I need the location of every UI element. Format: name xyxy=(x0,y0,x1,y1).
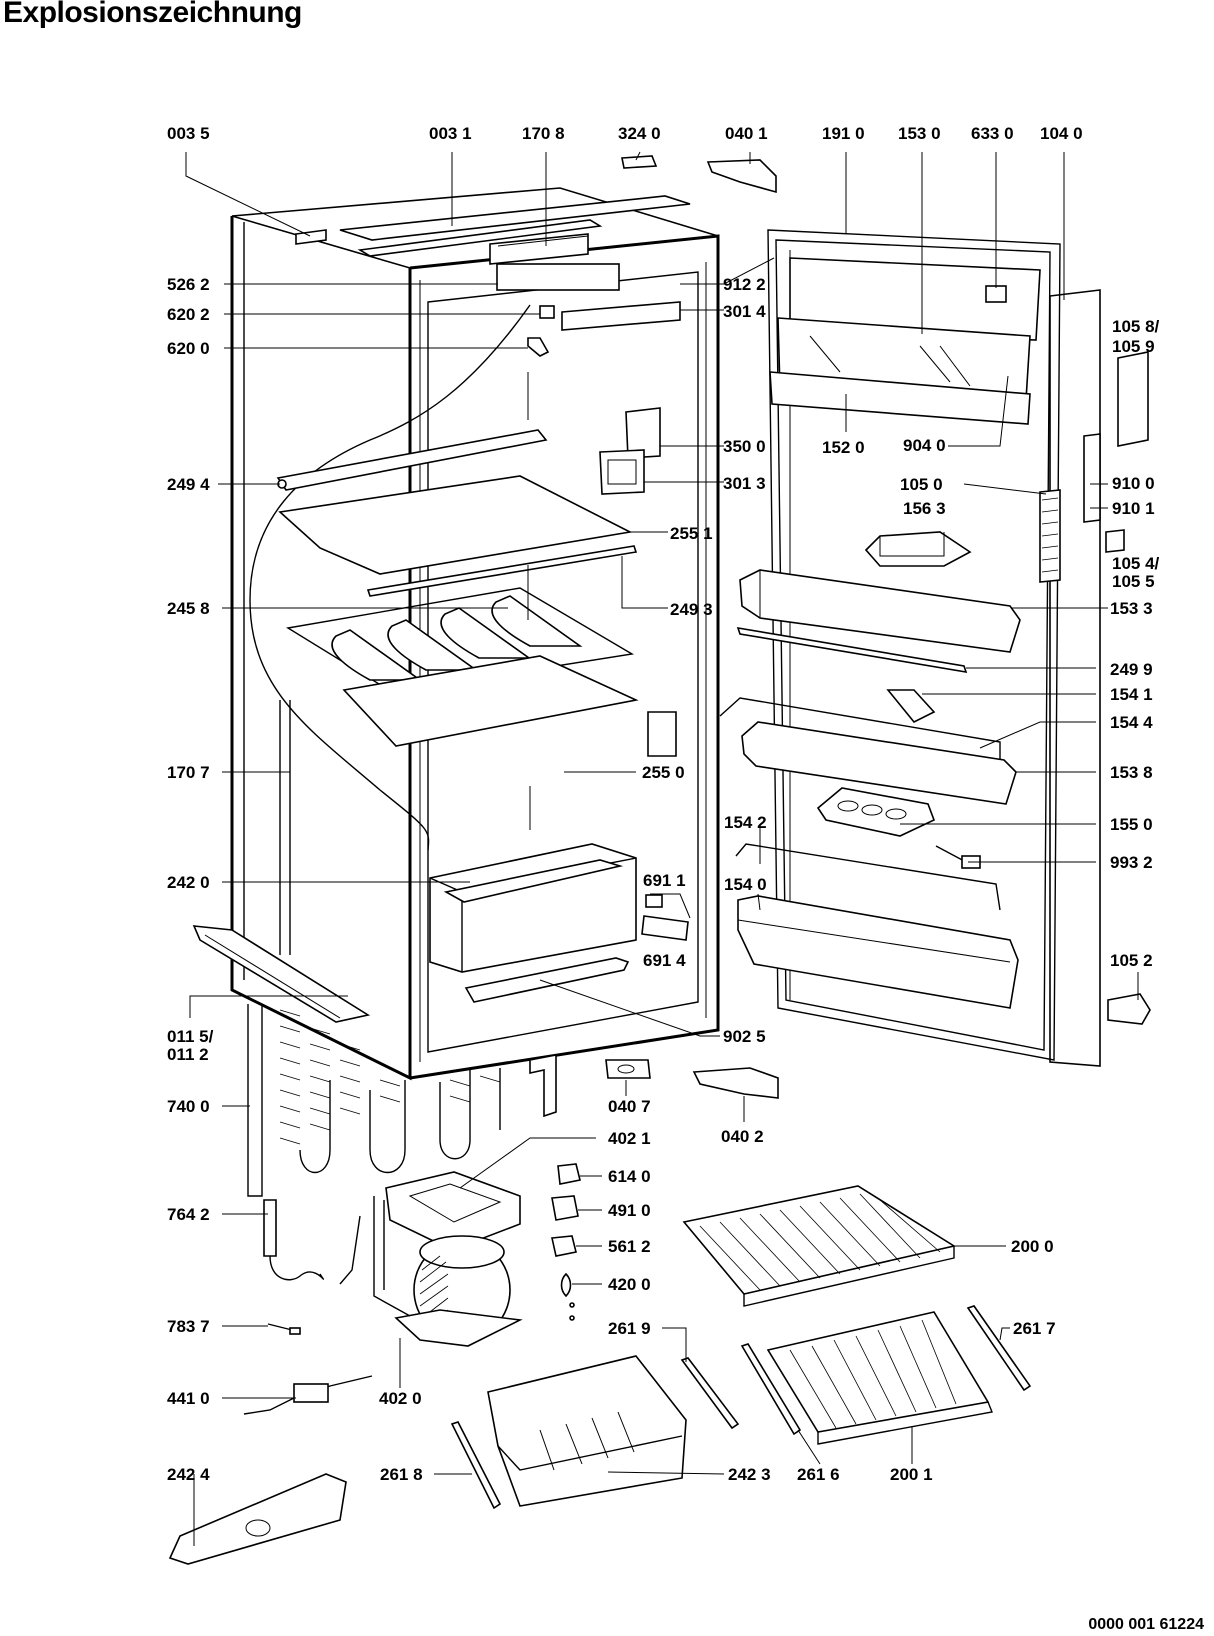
callout-label: 154 0 xyxy=(724,875,767,894)
callout-label: 153 0 xyxy=(898,124,941,143)
callout-label: 620 0 xyxy=(167,339,210,358)
callout-label: 040 1 xyxy=(725,124,768,143)
callout-label: 249 3 xyxy=(670,600,713,619)
callout-label: 011 2 xyxy=(167,1045,209,1064)
callout-label: 104 0 xyxy=(1040,124,1083,143)
callout-label: 261 7 xyxy=(1013,1319,1056,1338)
callout-label: 526 2 xyxy=(167,275,210,294)
callout-label: 261 9 xyxy=(608,1319,651,1338)
callout-label: 910 0 xyxy=(1112,474,1155,493)
callout-label: 200 0 xyxy=(1011,1237,1054,1256)
callout-label: 902 5 xyxy=(723,1027,766,1046)
callout-label: 783 7 xyxy=(167,1317,210,1336)
callout-label: 301 3 xyxy=(723,474,766,493)
callout-label: 153 8 xyxy=(1110,763,1153,782)
callout-label: 105 5 xyxy=(1112,572,1155,591)
callout-label: 324 0 xyxy=(618,124,661,143)
callout-label: 040 2 xyxy=(721,1127,764,1146)
document-number: 0000 001 61224 xyxy=(1088,1616,1204,1633)
callout-label: 402 1 xyxy=(608,1129,651,1148)
callout-label: 491 0 xyxy=(608,1201,651,1220)
callout-label: 154 2 xyxy=(724,813,767,832)
callout-label: 105 8/ xyxy=(1112,317,1160,336)
callout-label: 200 1 xyxy=(890,1465,933,1484)
compressor-group xyxy=(243,1163,581,1415)
callout-label: 904 0 xyxy=(903,436,946,455)
callout-label: 003 1 xyxy=(429,124,472,143)
callout-label: 245 8 xyxy=(167,599,210,618)
cabinet-body xyxy=(192,187,720,1197)
callout-label: 154 1 xyxy=(1110,685,1153,704)
leader-lines xyxy=(185,151,1139,1546)
callout-label: 691 1 xyxy=(643,871,686,890)
callout-label: 261 8 xyxy=(380,1465,423,1484)
callout-label: 614 0 xyxy=(608,1167,651,1186)
accessory-parts xyxy=(168,1185,1032,1565)
callout-label: 441 0 xyxy=(167,1389,210,1408)
callout-label: 105 4/ xyxy=(1112,554,1160,573)
callout-label: 003 5 xyxy=(167,124,210,143)
callout-label: 105 2 xyxy=(1110,951,1153,970)
callout-label: 154 4 xyxy=(1110,713,1153,732)
callout-label: 249 9 xyxy=(1110,660,1153,679)
callout-label: 170 7 xyxy=(167,763,210,782)
callout-label: 561 2 xyxy=(608,1237,651,1256)
callout-label: 153 3 xyxy=(1110,599,1153,618)
callout-label: 255 0 xyxy=(642,763,685,782)
callout-label: 105 0 xyxy=(900,475,943,494)
callout-label: 993 2 xyxy=(1110,853,1153,872)
callout-label: 261 6 xyxy=(797,1465,840,1484)
callout-label: 402 0 xyxy=(379,1389,422,1408)
callout-label: 242 3 xyxy=(728,1465,771,1484)
interior-parts xyxy=(276,301,689,1003)
callout-label: 691 4 xyxy=(643,951,686,970)
callout-label: 040 7 xyxy=(608,1097,651,1116)
callout-label: 255 1 xyxy=(670,524,713,543)
callout-label: 633 0 xyxy=(971,124,1014,143)
callout-label: 242 4 xyxy=(167,1465,210,1484)
door xyxy=(719,229,1151,1067)
callout-label: 105 9 xyxy=(1112,337,1155,356)
callout-label: 301 4 xyxy=(723,302,766,321)
callout-label: 155 0 xyxy=(1110,815,1153,834)
callout-label: 764 2 xyxy=(167,1205,210,1224)
callout-label: 912 2 xyxy=(723,275,766,294)
callout-label: 620 2 xyxy=(167,305,210,324)
callout-label: 420 0 xyxy=(608,1275,651,1294)
callout-label: 191 0 xyxy=(822,124,865,143)
hinges xyxy=(605,155,779,1099)
callout-label: 249 4 xyxy=(167,475,210,494)
callout-label: 910 1 xyxy=(1112,499,1155,518)
callout-label: 740 0 xyxy=(167,1097,210,1116)
callout-label: 152 0 xyxy=(822,438,865,457)
callout-label: 242 0 xyxy=(167,873,210,892)
callout-label: 011 5/ xyxy=(167,1027,214,1046)
callout-label: 350 0 xyxy=(723,437,766,456)
page-title: Explosionszeichnung xyxy=(3,0,302,29)
callout-label: 170 8 xyxy=(522,124,565,143)
callout-label: 156 3 xyxy=(903,499,946,518)
